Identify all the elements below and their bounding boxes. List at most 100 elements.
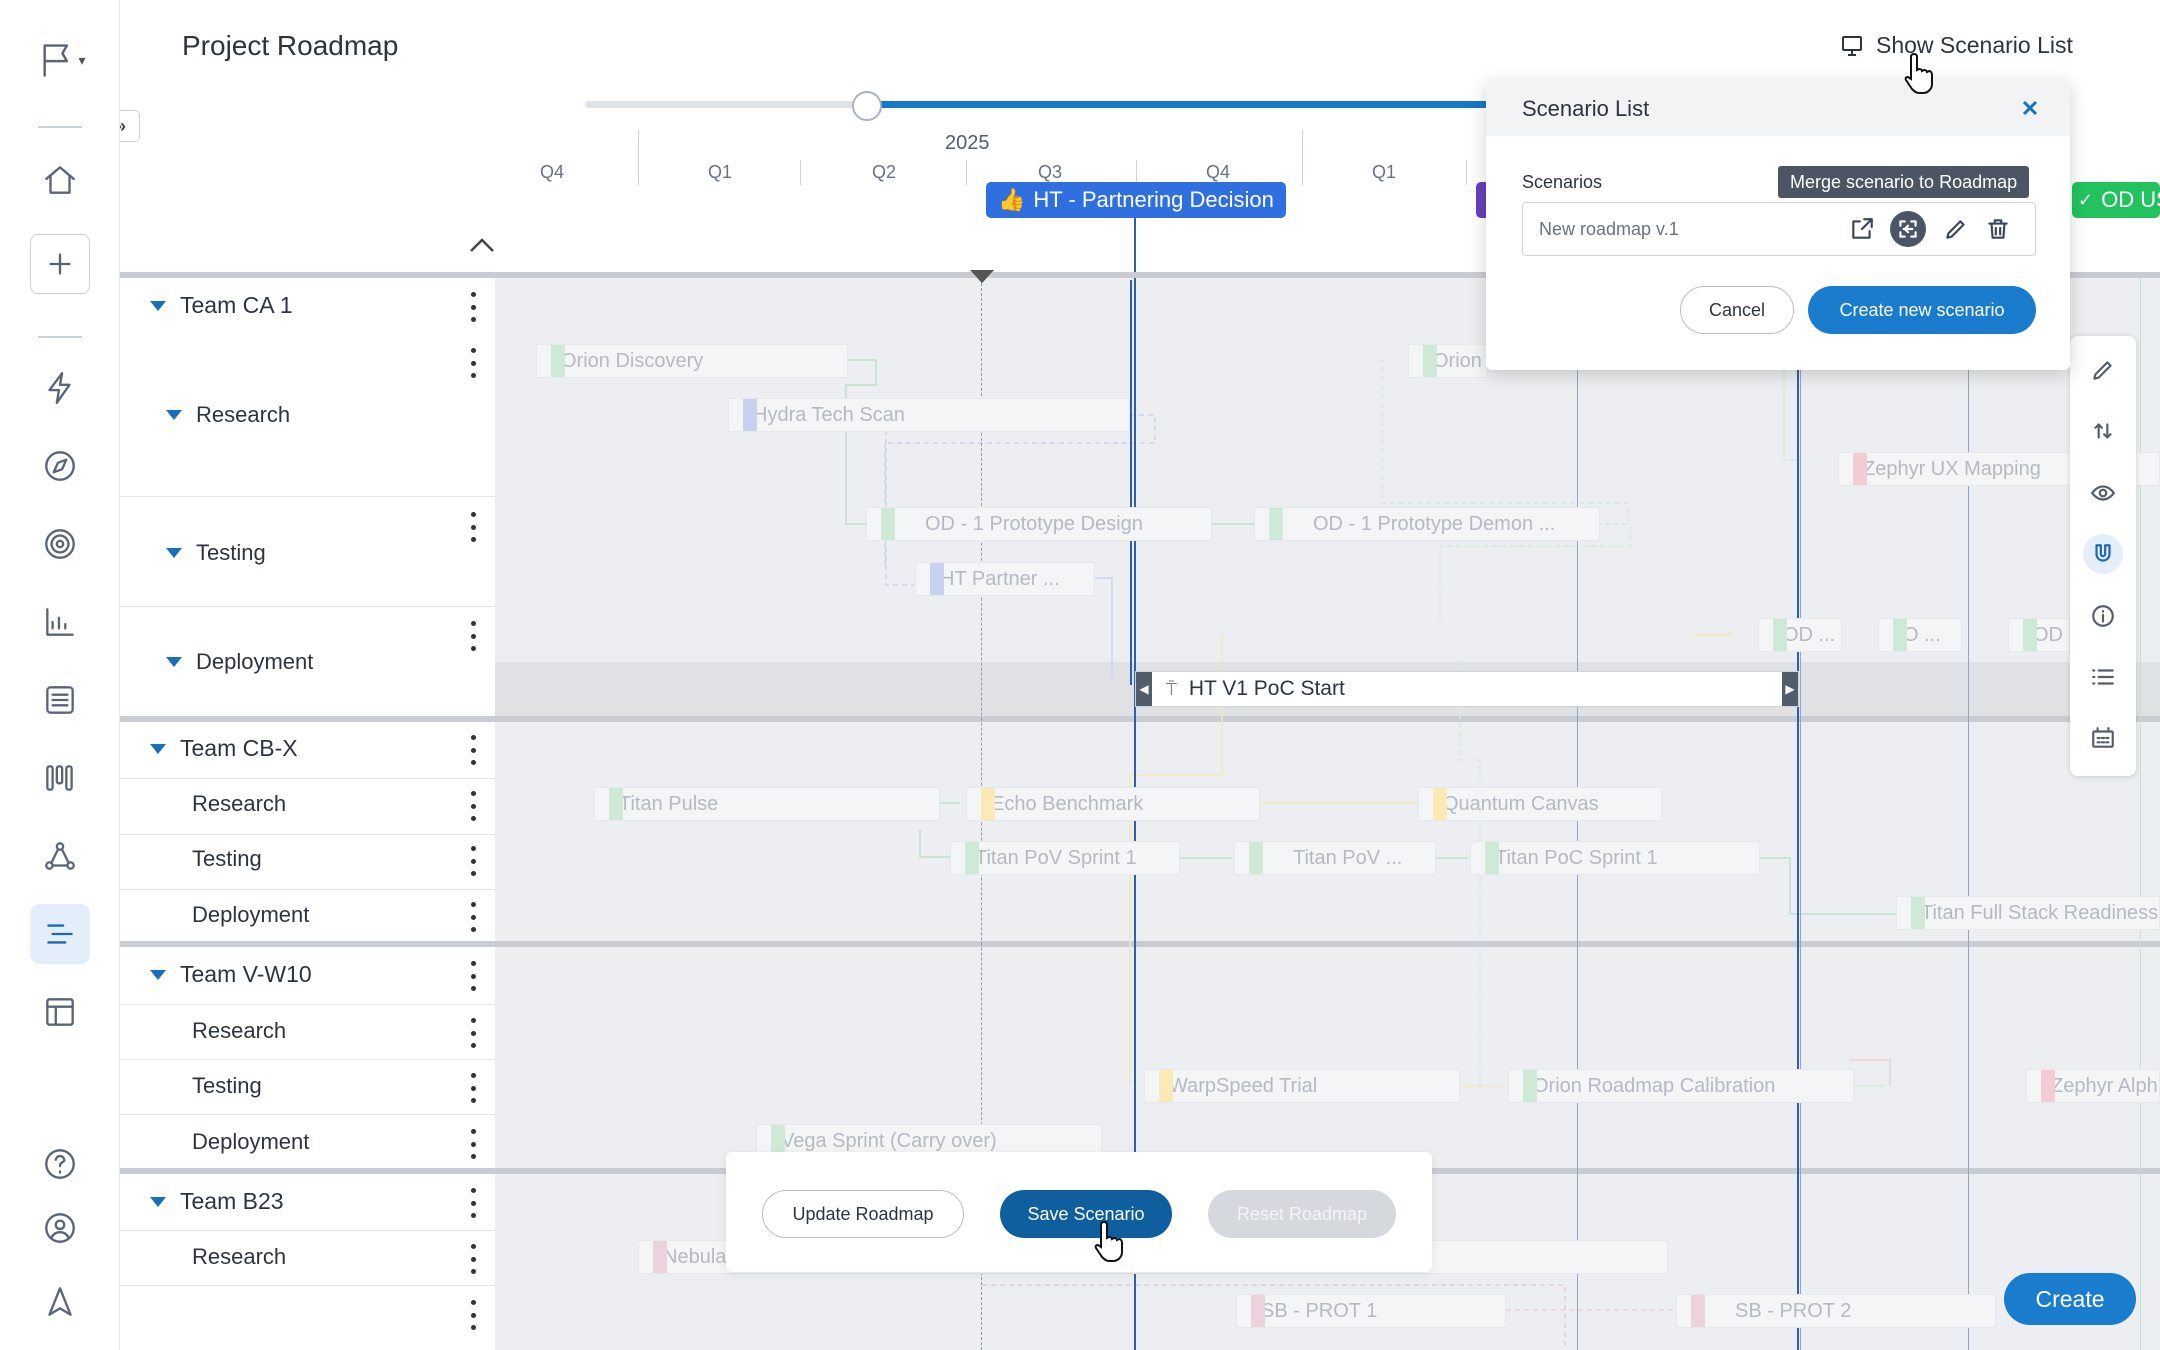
- roadmap-bar-zephyr-alph[interactable]: Zephyr Alph: [2026, 1069, 2160, 1103]
- flag-menu-icon[interactable]: ▾: [24, 30, 100, 90]
- roadmap-bar-titan-full-stack[interactable]: Titan Full Stack Readiness: [1896, 896, 2160, 930]
- row-menu-kebab[interactable]: [469, 1244, 477, 1274]
- team-row-vw10[interactable]: Team V-W10: [150, 961, 312, 988]
- timeline-slider-thumb[interactable]: [852, 91, 882, 121]
- team-row-ca1[interactable]: Team CA 1: [150, 292, 293, 319]
- row-menu-kebab[interactable]: [469, 1073, 477, 1103]
- row-menu-kebab[interactable]: [469, 791, 477, 821]
- target-icon[interactable]: [30, 514, 90, 574]
- columns-icon[interactable]: [30, 748, 90, 808]
- lightning-icon[interactable]: [30, 358, 90, 418]
- roadmap-bar-titan-pov-sprint[interactable]: Titan PoV Sprint 1: [950, 841, 1180, 875]
- sub-row-testing[interactable]: Testing: [192, 1073, 262, 1099]
- team-row-cbx[interactable]: Team CB-X: [150, 735, 298, 762]
- row-menu-kebab[interactable]: [469, 1018, 477, 1048]
- info-icon[interactable]: [2083, 596, 2123, 636]
- milestone-od-us[interactable]: ✓OD US I: [2072, 182, 2160, 218]
- add-icon[interactable]: [30, 234, 90, 294]
- row-menu-kebab[interactable]: [469, 512, 477, 542]
- layout-icon[interactable]: [30, 982, 90, 1042]
- sub-row-testing[interactable]: Testing: [166, 540, 266, 566]
- row-menu-kebab[interactable]: [469, 735, 477, 765]
- open-external-icon[interactable]: [1844, 211, 1880, 247]
- expand-triangle-icon[interactable]: [150, 743, 166, 754]
- row-menu-kebab[interactable]: [469, 902, 477, 932]
- team-row-b23[interactable]: Team B23: [150, 1188, 284, 1215]
- user-icon[interactable]: [30, 1198, 90, 1258]
- row-menu-kebab[interactable]: [469, 1300, 477, 1330]
- roadmap-bar-od-proto-design[interactable]: OD - 1 Prototype Design: [866, 507, 1212, 541]
- sub-row-research[interactable]: Research: [192, 1018, 286, 1044]
- roadmap-bar-od-2[interactable]: OD: [2008, 618, 2070, 652]
- row-menu-kebab[interactable]: [469, 1129, 477, 1159]
- roadmap-bar-titan-poc-sprint[interactable]: Titan PoC Sprint 1: [1470, 841, 1760, 875]
- roadmap-bar-hydra-tech-scan[interactable]: Hydra Tech Scan: [728, 398, 1130, 432]
- magnet-icon[interactable]: [2083, 534, 2123, 574]
- roadmap-bar-orion[interactable]: Orion: [1408, 344, 1488, 378]
- roadmap-bar-echo-benchmark[interactable]: Echo Benchmark: [966, 787, 1260, 821]
- expand-triangle-icon[interactable]: [150, 1196, 166, 1207]
- roadmap-bar-od-1[interactable]: OD ...: [1758, 618, 1842, 652]
- list-icon[interactable]: [2083, 657, 2123, 697]
- trash-icon[interactable]: [1980, 211, 2016, 247]
- navigation-arrow-icon[interactable]: [30, 1272, 90, 1332]
- row-menu-kebab[interactable]: [469, 846, 477, 876]
- close-icon[interactable]: [2016, 94, 2044, 122]
- resize-handle-right[interactable]: ▶: [1782, 672, 1798, 706]
- list-board-icon[interactable]: [30, 670, 90, 730]
- roadmap-bar-sb-prot2[interactable]: SB - PROT 2: [1676, 1294, 1996, 1328]
- row-menu-kebab[interactable]: [469, 292, 477, 322]
- roadmap-icon[interactable]: [30, 904, 90, 964]
- eye-icon[interactable]: [2083, 473, 2123, 513]
- sub-row-deployment[interactable]: Deployment: [192, 1129, 309, 1155]
- sub-row-research[interactable]: Research: [192, 791, 286, 817]
- sub-row-deployment[interactable]: Deployment: [166, 649, 313, 675]
- create-button[interactable]: Create: [2004, 1273, 2136, 1325]
- expand-triangle-icon[interactable]: [166, 657, 182, 667]
- roadmap-bar-titan-pulse[interactable]: Titan Pulse: [594, 787, 940, 821]
- create-new-scenario-button[interactable]: Create new scenario: [1808, 286, 2036, 334]
- calendar-grid-icon[interactable]: [2083, 718, 2123, 758]
- reset-roadmap-button[interactable]: Reset Roadmap: [1208, 1190, 1396, 1238]
- sub-row-testing[interactable]: Testing: [192, 846, 262, 872]
- row-menu-kebab[interactable]: [469, 621, 477, 651]
- roadmap-bar-warpspeed[interactable]: WarpSpeed Trial: [1144, 1069, 1460, 1103]
- show-scenario-list-label: Show Scenario List: [1876, 32, 2073, 58]
- collapse-header-chevron-icon[interactable]: [467, 233, 497, 257]
- roadmap-bar-ht-poc-start[interactable]: ◀ ⍑ HT V1 PoC Start ▶: [1135, 671, 1799, 707]
- roadmap-bar-orion-calibration[interactable]: Orion Roadmap Calibration: [1508, 1069, 1854, 1103]
- roadmap-bar-quantum-canvas[interactable]: Quantum Canvas: [1418, 787, 1662, 821]
- merge-scenario-icon[interactable]: [1890, 211, 1926, 247]
- roadmap-bar-o-1[interactable]: O ...: [1878, 618, 1962, 652]
- roadmap-bar-ht-partner[interactable]: HT Partner ...: [915, 562, 1095, 596]
- expand-triangle-icon[interactable]: [166, 548, 182, 558]
- edit-pencil-icon[interactable]: [2083, 350, 2123, 390]
- expand-triangle-icon[interactable]: [150, 969, 166, 980]
- roadmap-bar-od-proto-demon[interactable]: OD - 1 Prototype Demon ...: [1254, 507, 1600, 541]
- roadmap-bar-titan-pov-short[interactable]: Titan PoV ...: [1234, 841, 1436, 875]
- home-icon[interactable]: [30, 150, 90, 210]
- network-icon[interactable]: [30, 826, 90, 886]
- update-roadmap-button[interactable]: Update Roadmap: [762, 1190, 964, 1238]
- sub-row-research[interactable]: Research: [192, 1244, 286, 1270]
- roadmap-bar-orion-discovery[interactable]: Orion Discovery: [536, 344, 848, 378]
- row-menu-kebab[interactable]: [469, 961, 477, 991]
- help-icon[interactable]: [30, 1134, 90, 1194]
- chart-icon[interactable]: [30, 592, 90, 652]
- sub-row-research[interactable]: Research: [166, 402, 290, 428]
- cancel-button[interactable]: Cancel: [1680, 286, 1794, 334]
- row-menu-kebab[interactable]: [469, 1188, 477, 1218]
- expand-triangle-icon[interactable]: [166, 410, 182, 420]
- expand-triangle-icon[interactable]: [150, 300, 166, 311]
- roadmap-bar-sb-prot1[interactable]: SB - PROT 1: [1236, 1294, 1506, 1328]
- sort-arrows-icon[interactable]: [2083, 411, 2123, 451]
- scenario-name-field[interactable]: New roadmap v.1: [1522, 202, 2036, 256]
- show-scenario-list-button[interactable]: Show Scenario List: [1840, 32, 2073, 59]
- row-menu-kebab[interactable]: [469, 348, 477, 378]
- milestone-partnering-decision[interactable]: 👍HT - Partnering Decision: [986, 182, 1286, 218]
- sub-row-deployment[interactable]: Deployment: [192, 902, 309, 928]
- save-scenario-button[interactable]: Save Scenario: [1000, 1190, 1172, 1238]
- edit-pencil-icon[interactable]: [1938, 211, 1974, 247]
- compass-icon[interactable]: [30, 436, 90, 496]
- resize-handle-left[interactable]: ◀: [1136, 672, 1152, 706]
